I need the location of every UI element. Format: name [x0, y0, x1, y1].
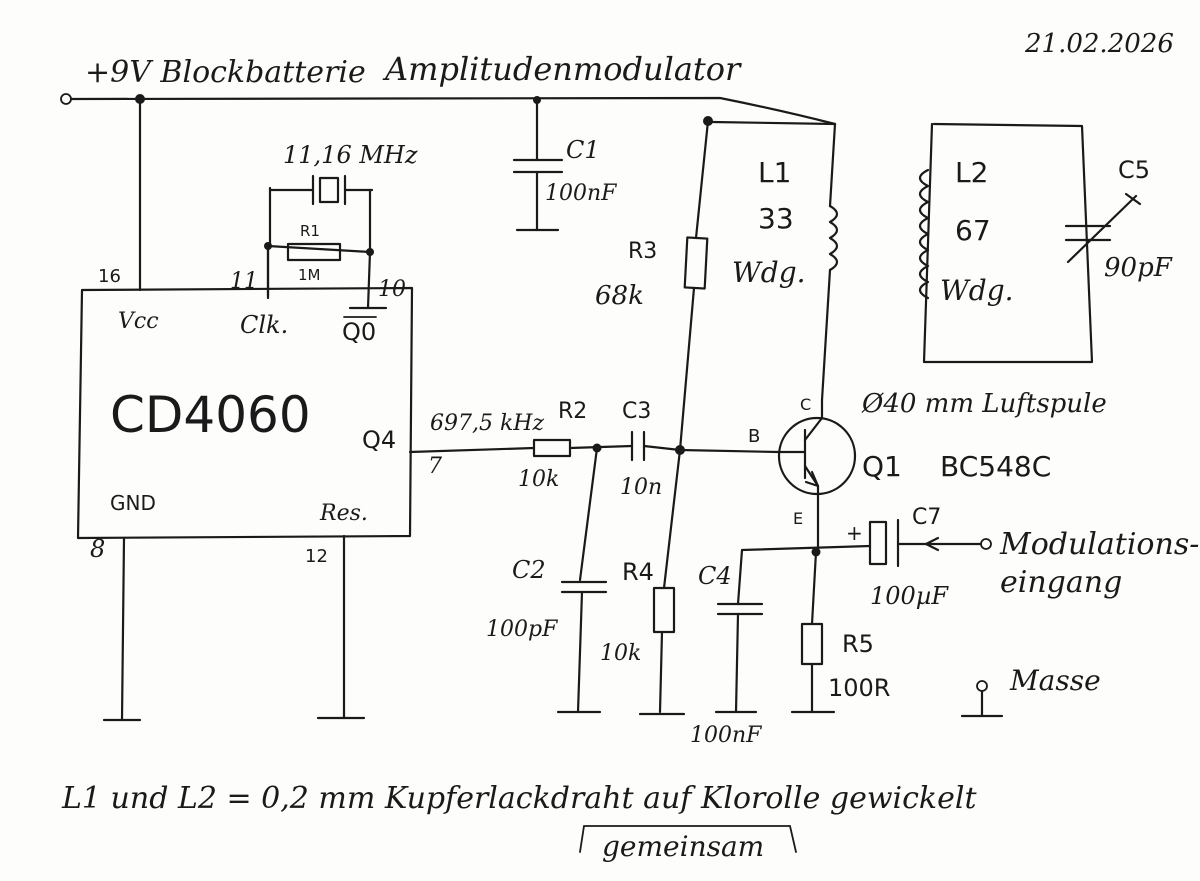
crystal-freq: 11,16 MHz: [283, 141, 418, 169]
ic-name: CD4060: [110, 386, 311, 444]
c7-label: C7: [912, 505, 941, 530]
pin-q0-num: 10: [378, 277, 406, 302]
emitter-network: C4 100nF R5 100R + C7 100µF Modulations-…: [690, 505, 1199, 748]
l2-turns: 67: [955, 214, 991, 247]
r1-label: R1: [300, 222, 320, 240]
pin-res-num: 12: [305, 546, 328, 567]
c3-label: C3: [622, 399, 651, 424]
pin-res: Res.: [319, 501, 368, 526]
crystal-network: 11,16 MHz R1 1M: [264, 141, 418, 310]
c2-value: 100pF: [486, 617, 558, 642]
date: 21.02.2026: [1024, 29, 1174, 59]
pin-gnd: GND: [110, 491, 156, 515]
l1-unit: Wdg.: [732, 256, 806, 289]
c1-capacitor: C1 100nF: [512, 98, 617, 232]
l2-unit: Wdg.: [940, 274, 1014, 307]
q1-collector: C: [800, 395, 811, 414]
c7-plus: +: [846, 521, 863, 545]
signal-path: 697,5 kHz R2 10k C3 10n: [408, 399, 780, 500]
r3-label: R3: [628, 239, 657, 264]
c5-label: C5: [1118, 156, 1150, 184]
pin-vcc-num: 16: [98, 266, 121, 287]
q1-label: Q1: [862, 450, 902, 483]
q1-type: BC548C: [940, 450, 1051, 483]
q4-freq: 697,5 kHz: [430, 411, 544, 436]
r5-label: R5: [842, 630, 874, 658]
r3-resistor: R3 68k: [595, 119, 710, 452]
c4-label: C4: [698, 562, 732, 590]
l1-turns: 33: [758, 202, 794, 235]
pin-clk-num: 11: [230, 269, 258, 294]
r2-label: R2: [558, 399, 587, 424]
r4-label: R4: [622, 558, 654, 586]
footer-note: L1 und L2 = 0,2 mm Kupferlackdraht auf K…: [61, 781, 977, 816]
c3-value: 10n: [620, 475, 662, 500]
r4-value: 10k: [600, 641, 641, 666]
q1-base: B: [748, 426, 760, 447]
l1-label: L1: [758, 156, 791, 189]
c1-label: C1: [566, 136, 600, 164]
transistor-q1: B C E Q1 BC548C: [748, 395, 1051, 554]
c5-value: 90pF: [1104, 253, 1173, 283]
pin-vcc: Vcc: [118, 309, 159, 334]
coil-note: Ø40 mm Luftspule: [861, 389, 1107, 419]
r5-value: 100R: [828, 674, 890, 702]
title: Amplitudenmodulator: [382, 50, 742, 88]
c7-value: 100µF: [870, 582, 949, 610]
c2-label: C2: [512, 556, 546, 584]
l2-label: L2: [955, 156, 988, 189]
r4-resistor: R4 10k: [600, 448, 686, 716]
r1-value: 1M: [298, 266, 321, 284]
pin-gnd-num: 8: [90, 535, 105, 563]
ground-reference: Masse: [960, 664, 1101, 718]
ground-label: Masse: [1009, 664, 1101, 697]
l2-tank: L2 67 Wdg. C5 90pF: [918, 122, 1173, 364]
pin-q4: Q4: [362, 426, 396, 454]
ic-ground-wires: [102, 534, 366, 722]
c2-capacitor: C2 100pF: [486, 446, 608, 714]
c1-value: 100nF: [545, 181, 617, 206]
r2-value: 10k: [518, 467, 559, 492]
mod-input-1: Modulations-: [999, 527, 1199, 562]
footer-brace: [579, 825, 797, 853]
footer-note-2: gemeinsam: [602, 830, 764, 863]
l1-coil: L1 33 Wdg.: [732, 122, 839, 402]
supply-label: +9V Blockbatterie: [85, 55, 366, 90]
mod-input-2: eingang: [1000, 565, 1122, 600]
pin-q0: Q0: [342, 318, 376, 346]
cd4060-ic: CD4060 16 Vcc 11 Clk. 10 Q0 Q4 7 GND 8 R…: [76, 266, 442, 567]
pin-q4-num: 7: [428, 454, 442, 479]
supply-rail: [60, 93, 837, 126]
pin-clk: Clk.: [240, 311, 288, 339]
r3-value: 68k: [595, 281, 644, 311]
c4-value: 100nF: [690, 723, 762, 748]
q1-emitter: E: [793, 509, 803, 528]
